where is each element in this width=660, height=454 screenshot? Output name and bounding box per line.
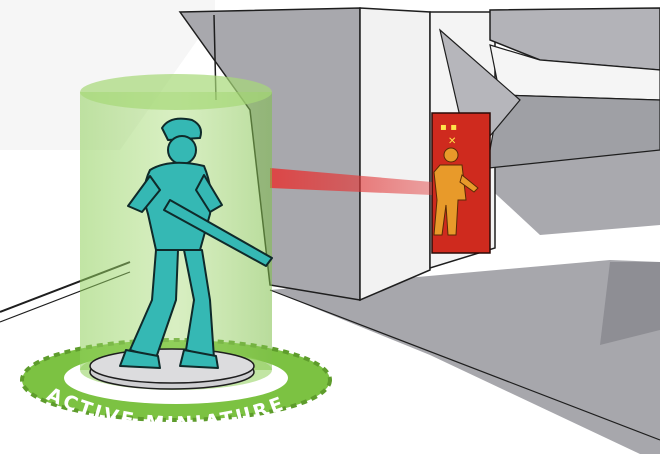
target-card-symbol: ✕ bbox=[448, 136, 456, 147]
target-card: ▪ ▪ ✕ bbox=[432, 113, 490, 253]
miniature-base bbox=[90, 349, 254, 389]
target-card-marks: ▪ ▪ bbox=[440, 122, 457, 133]
